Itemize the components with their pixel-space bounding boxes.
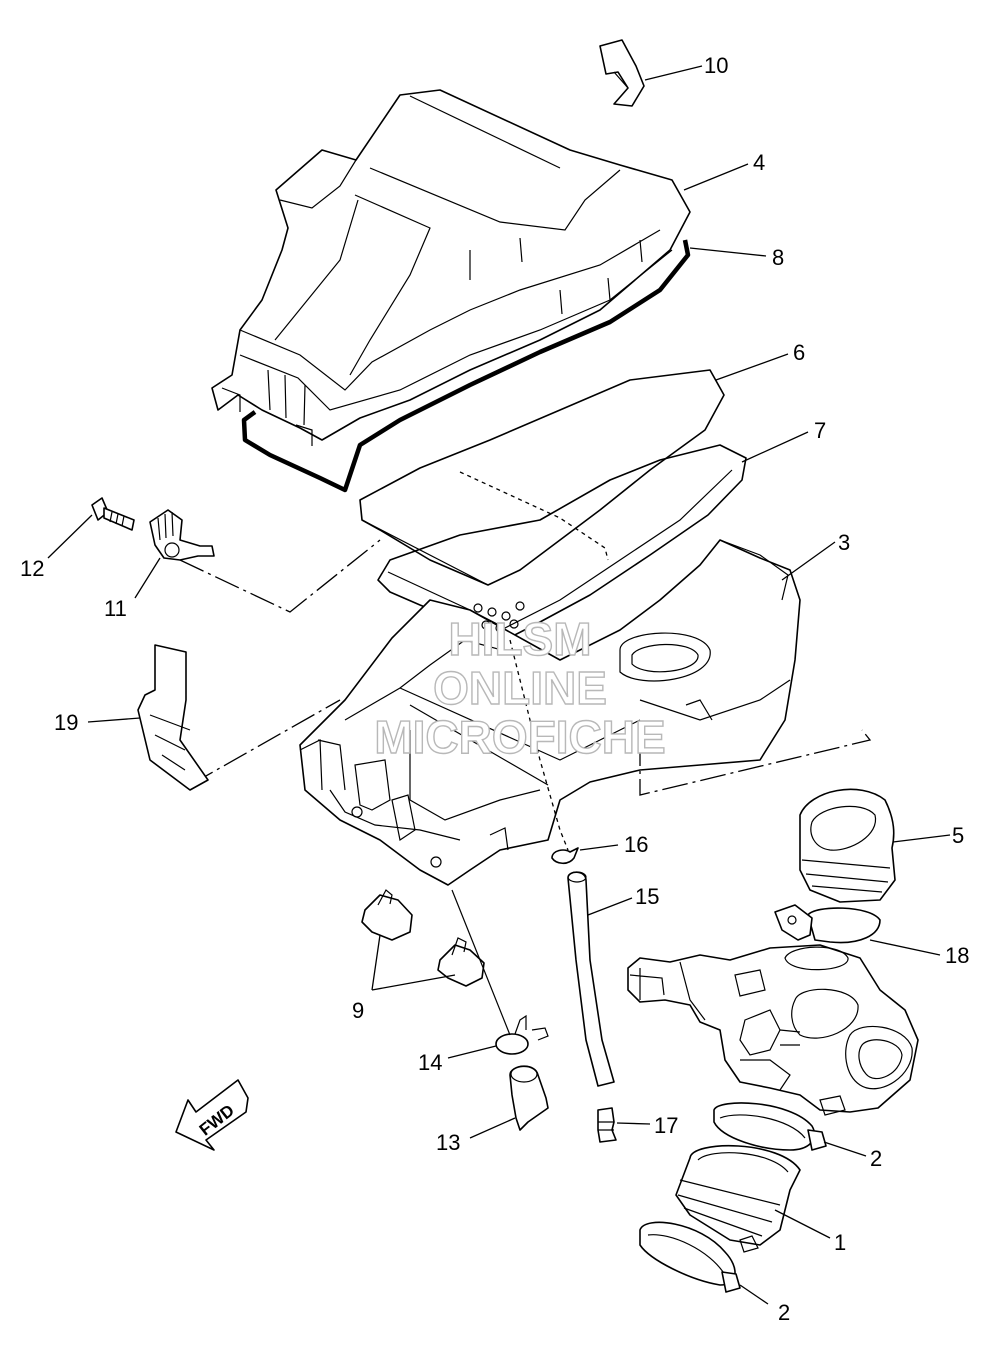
callout-19: 19 [54,710,78,735]
part-12-screw [91,497,135,531]
part-16-clip [551,847,579,865]
part-11-fitting [149,509,215,561]
part-10-label-tag [599,39,645,107]
callout-2-lower: 2 [778,1300,790,1325]
callout-14: 14 [418,1050,442,1075]
part-2-clamp-upper [713,1102,827,1151]
alignment-line-5 [639,729,872,796]
callout-3: 3 [838,530,850,555]
watermark-line-3: MICROFICHE [374,711,665,763]
part-6-filter-element [359,369,725,586]
part-2-clamp-lower [639,1221,741,1293]
part-3-air-cleaner-case [299,539,801,886]
callout-6: 6 [793,340,805,365]
watermark: HILSM ONLINE MICROFICHE [374,612,667,763]
callout-labels: 10 4 8 6 7 3 12 11 19 5 16 15 18 9 14 17… [20,53,969,1325]
leader-lines [47,65,951,1305]
alignment-line-11 [179,539,381,613]
callout-8: 8 [772,245,784,270]
part-13-joint [509,1065,549,1131]
part-9-damper-a [361,889,413,941]
part-8-gasket [241,239,691,493]
callout-4: 4 [753,150,765,175]
callout-15: 15 [635,884,659,909]
callout-9: 9 [352,998,364,1023]
fwd-direction-arrow: FWD [175,1079,249,1151]
callout-18: 18 [945,943,969,968]
callout-7: 7 [814,418,826,443]
part-18-clamp [774,904,881,944]
callout-16: 16 [624,832,648,857]
part-15-hose [567,871,615,1087]
part-1-joint [675,1144,801,1253]
watermark-line-2: ONLINE [433,662,607,714]
part-4-air-cleaner-cover [211,89,691,446]
callout-1: 1 [834,1230,846,1255]
callout-5: 5 [952,823,964,848]
part-19-bracket [137,644,209,791]
part-5-intake-joint [799,788,896,903]
callout-2-upper: 2 [870,1146,882,1171]
callout-11: 11 [104,596,127,621]
part-14-seal [451,889,549,1055]
part-9-damper-b [437,937,485,987]
callout-10: 10 [704,53,728,78]
callout-13: 13 [436,1130,460,1155]
part-17-plug [597,1107,617,1143]
watermark-line-1: HILSM [448,613,591,665]
callout-12: 12 [20,556,44,581]
hose-route-line [509,639,569,851]
alignment-line-19 [189,699,341,786]
callout-17: 17 [654,1113,678,1138]
throttle-body [627,944,919,1116]
